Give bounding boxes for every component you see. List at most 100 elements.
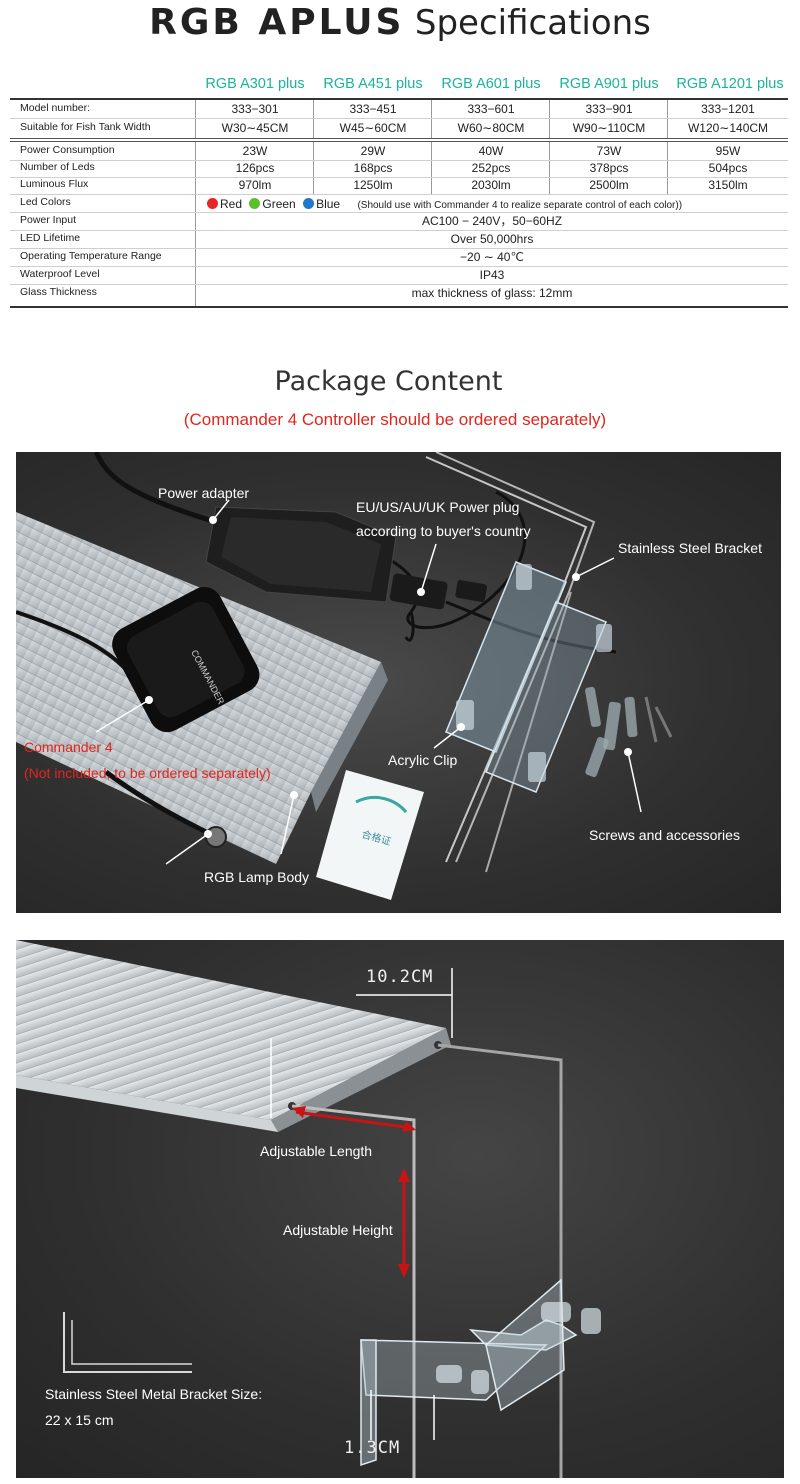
table-cell: 40W: [478, 144, 504, 158]
table-cell: W90∼110CM: [572, 121, 646, 135]
package-content-photo: COMMANDER 4 合格证: [16, 452, 781, 913]
table-cell: 504pcs: [708, 161, 748, 175]
package-illustration: COMMANDER 4 合格证: [16, 452, 673, 900]
table-cell: 2030lm: [471, 178, 511, 192]
specifications-title: Specifications: [414, 3, 651, 43]
label-screws: Screws and accessories: [589, 827, 740, 843]
row-separator: [10, 194, 788, 195]
table-top-rule: [10, 98, 788, 100]
label-commander-4: Commander 4: [24, 739, 113, 755]
table-cell: 29W: [360, 144, 386, 158]
certificate-card-shape: 合格证: [316, 770, 424, 900]
model-header-a301: RGB A301 plus: [205, 76, 305, 92]
blue-dot-icon: [303, 198, 315, 209]
adjustable-length-arrow: [292, 1106, 416, 1132]
color-name: Red: [220, 197, 243, 211]
row-separator: [10, 212, 788, 213]
row-label: Waterproof Level: [20, 268, 100, 280]
table-row: Power Consumption 23W 29W 40W 73W 95W: [10, 143, 788, 160]
pointer-line: [420, 543, 437, 593]
table-cell: 73W: [596, 144, 622, 158]
table-cell-merged: max thickness of glass: 12mm: [411, 286, 573, 300]
clip-dimension-line: [370, 1390, 435, 1440]
red-dot-icon: [207, 198, 218, 209]
row-separator: [10, 266, 788, 267]
width-dimension-label: 10.2CM: [366, 967, 434, 987]
pointer-line: [212, 499, 230, 521]
acrylic-clip-shape: [445, 561, 612, 793]
model-header-a601: RGB A601 plus: [441, 76, 541, 92]
table-cell: W30∼45CM: [221, 121, 289, 135]
table-cell: 333−1201: [701, 102, 755, 116]
color-name: Blue: [316, 197, 341, 211]
table-cell: 333−901: [585, 102, 633, 116]
table-cell: 95W: [715, 144, 741, 158]
table-row-led-colors: Led Colors: [10, 195, 788, 212]
table-mid-rule: [10, 138, 788, 139]
row-separator: [10, 160, 788, 161]
row-label: Number of Leds: [20, 161, 95, 173]
model-header-a901: RGB A901 plus: [559, 76, 659, 92]
pointer-line: [627, 751, 642, 813]
label-stainless-bracket: Stainless Steel Bracket: [618, 540, 762, 556]
col-divider: [667, 100, 668, 138]
table-row: Luminous Flux 970lm 1250lm 2030lm 2500lm…: [10, 177, 788, 194]
commander-4-shape: COMMANDER 4: [112, 586, 260, 733]
table-row: LED Lifetime Over 50,000hrs: [10, 231, 788, 248]
row-separator: [10, 248, 788, 249]
pointer-line: [165, 833, 209, 865]
row-label: Suitable for Fish Tank Width: [20, 121, 151, 133]
bracket-dimension-illustration: [16, 940, 601, 1478]
color-name: Green: [262, 197, 296, 211]
adjustable-height-label: Adjustable Height: [283, 1222, 393, 1238]
brand-title: RGB APLUS: [149, 2, 405, 43]
steel-bracket-rod: [291, 1043, 563, 1478]
pointer-line: [575, 557, 615, 578]
table-cell: 23W: [242, 144, 268, 158]
table-bottom-rule: [10, 306, 788, 308]
order-separately-note: (Commander 4 Controller should be ordere…: [183, 410, 607, 429]
col-divider: [313, 100, 314, 138]
power-adapter-shape: [205, 506, 397, 603]
table-cell: 2500lm: [589, 178, 629, 192]
table-cell: 333−301: [231, 102, 279, 116]
page-title: RGB APLUS Specifications: [0, 2, 800, 43]
bracket-size-value: 22 x 15 cm: [45, 1412, 114, 1428]
table-cell: 333−601: [467, 102, 515, 116]
col-divider: [431, 100, 432, 138]
row-separator: [10, 118, 788, 119]
adjustable-length-label: Adjustable Length: [260, 1143, 373, 1159]
row-label: Luminous Flux: [20, 178, 89, 190]
acrylic-clip-shape: [360, 1278, 601, 1467]
row-label: Glass Thickness: [20, 286, 97, 298]
col-divider: [549, 142, 550, 194]
col-divider: [549, 100, 550, 138]
table-cell: 3150lm: [708, 178, 748, 192]
table-row: Waterproof Level IP43: [10, 267, 788, 284]
package-content-title: Package Content: [274, 366, 503, 397]
table-cell-merged: −20 ∼ 40℃: [460, 250, 524, 264]
row-label: Model number:: [20, 102, 91, 114]
led-colors-note: (Should use with Commander 4 to realize …: [357, 200, 683, 211]
green-dot-icon: [249, 198, 261, 209]
table-row: Operating Temperature Range −20 ∼ 40℃: [10, 249, 788, 266]
col-divider: [195, 142, 196, 306]
row-separator: [10, 284, 788, 285]
lamp-body-shape: [16, 940, 446, 1120]
table-cell-merged: Over 50,000hrs: [450, 232, 534, 246]
table-row: Suitable for Fish Tank Width W30∼45CM W4…: [10, 120, 788, 137]
label-power-plug-country: according to buyer's country: [356, 523, 531, 539]
col-divider: [667, 142, 668, 194]
table-cell: 378pcs: [589, 161, 629, 175]
steel-bracket-shape: [425, 452, 596, 873]
label-commander-not-included: (Not included, to be ordered separately): [24, 765, 271, 781]
table-cell-merged: IP43: [479, 268, 505, 282]
table-mid-rule-2: [10, 141, 788, 142]
pointer-line: [95, 699, 150, 733]
label-acrylic-clip: Acrylic Clip: [388, 752, 458, 768]
row-label: Power Consumption: [20, 144, 115, 156]
col-divider: [195, 100, 196, 138]
table-row: Glass Thickness max thickness of glass: …: [10, 285, 788, 302]
table-cell: 252pcs: [471, 161, 511, 175]
width-dimension-line: [270, 968, 453, 1118]
